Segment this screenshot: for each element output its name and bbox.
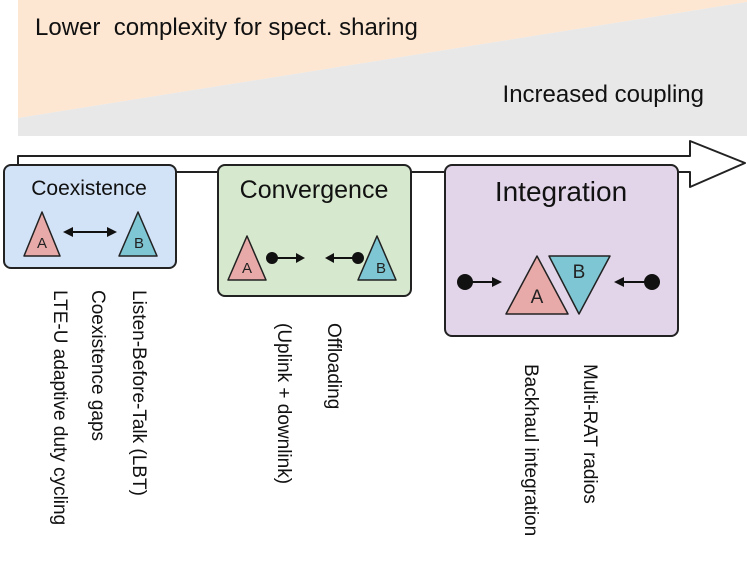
technique-label: Multi-RAT radios — [579, 364, 600, 504]
node-a-label: A — [531, 287, 544, 308]
node-b-label: B — [134, 235, 144, 252]
node-b-triangle-icon — [118, 211, 158, 257]
coupling-wedge — [18, 2, 747, 136]
stage-convergence: Convergence A B — [217, 164, 412, 297]
dot-arrow-icon — [325, 252, 364, 264]
technique-label: Backhaul integration — [520, 364, 541, 536]
technique-label: Listen-Before-Talk (LBT) — [128, 290, 149, 496]
convergence-box — [217, 164, 412, 297]
dot-arrow-icon — [614, 274, 660, 290]
node-b-triangle-icon — [357, 235, 397, 281]
technique-label: (Uplink + downlink) — [273, 323, 294, 484]
node-a-label: A — [37, 235, 47, 252]
coexistence-title: Coexistence — [31, 177, 147, 200]
node-a-triangle-icon — [227, 235, 267, 281]
node-b-label: B — [376, 260, 386, 277]
integration-title: Integration — [495, 176, 627, 207]
node-a-triangle-icon — [23, 211, 61, 257]
technique-label: Offloading — [323, 323, 344, 409]
coupling-label: Increased coupling — [503, 81, 704, 108]
node-a-label: A — [242, 260, 252, 277]
stage-coexistence: Coexistence A B — [3, 164, 177, 269]
technique-label: LTE-U adaptive duty cycling — [49, 290, 70, 525]
integration-box — [444, 164, 679, 337]
technique-label: Coexistence gaps — [87, 290, 108, 441]
stage-integration: Integration A B — [444, 164, 679, 337]
convergence-title: Convergence — [240, 176, 389, 204]
complexity-wedge — [18, 0, 747, 118]
technique-labels: LTE-U adaptive duty cycling Coexistence … — [49, 290, 600, 536]
node-b-label: B — [573, 262, 586, 283]
complexity-banner: Lower complexity for spect. sharing Incr… — [18, 0, 747, 136]
dot-arrow-icon — [266, 252, 305, 264]
double-arrow-icon — [63, 227, 117, 237]
node-a-triangle-icon — [505, 255, 569, 315]
complexity-label: Lower complexity for spect. sharing — [35, 14, 418, 41]
node-b-triangle-icon — [548, 255, 611, 315]
dot-arrow-icon — [457, 274, 502, 290]
